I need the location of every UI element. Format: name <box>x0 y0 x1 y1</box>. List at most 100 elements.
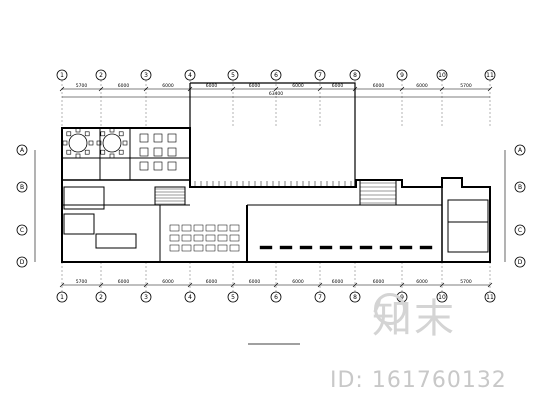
dimension-tick <box>273 86 279 92</box>
dimension-tick <box>352 86 358 92</box>
grid-bubble-label: 9 <box>400 72 404 79</box>
chair-icon <box>88 140 94 146</box>
grid-bubble-label: 1 <box>60 294 64 301</box>
dimension-text: 6000 <box>162 83 174 89</box>
dimension-tick <box>317 86 323 92</box>
chair-icon <box>122 140 128 146</box>
dimension-tick <box>98 282 104 288</box>
row-bubble <box>514 181 526 193</box>
row-bubble-label: B <box>20 184 24 191</box>
dimension-tick <box>143 282 149 288</box>
dimension-text: 6000 <box>118 279 130 285</box>
stair-left <box>154 186 186 206</box>
dimension-text: 6000 <box>249 279 261 285</box>
dimension-text: 5700 <box>460 279 472 285</box>
dimension-tick <box>187 282 193 288</box>
dimension-text: 5700 <box>460 83 472 89</box>
dimension-text: 6000 <box>292 279 304 285</box>
workstation-icon <box>359 245 373 250</box>
chair-icon <box>66 131 72 137</box>
row-bubble-label: D <box>518 259 523 266</box>
row-bubble-label: D <box>20 259 25 266</box>
dimension-text: 5700 <box>76 279 88 285</box>
dimension-tick <box>187 86 193 92</box>
desk-icon <box>169 244 180 252</box>
workstation-icon <box>319 245 333 250</box>
watermark-site-name: 知末 <box>372 296 456 342</box>
grid-bubble-label: 8 <box>353 72 357 79</box>
desk-icon <box>193 244 204 252</box>
chair-icon <box>75 127 81 133</box>
desk-icon <box>205 224 216 232</box>
grid-bubble-label: 4 <box>188 294 192 301</box>
grid-bubble-label: 3 <box>144 294 148 301</box>
desk-icon <box>169 224 180 232</box>
courtyard-outline <box>190 82 356 187</box>
workstation-icon <box>399 245 413 250</box>
dimension-tick <box>487 86 493 92</box>
chair-icon <box>84 149 90 155</box>
round-table-icon <box>68 133 88 153</box>
row-bubble <box>16 224 28 236</box>
dimension-tick <box>439 282 445 288</box>
dimension-tick <box>399 86 405 92</box>
row-bubble <box>16 256 28 268</box>
table-icon <box>153 133 163 143</box>
row-bubble-label: C <box>518 227 522 234</box>
desk-icon <box>181 234 192 242</box>
dimension-text: 6000 <box>373 83 385 89</box>
grid-bubble-label: 2 <box>99 72 103 79</box>
dimension-text: 5700 <box>76 83 88 89</box>
row-bubble-label: A <box>20 147 25 154</box>
dimension-tick <box>59 86 65 92</box>
chair-icon <box>118 131 124 137</box>
dimension-text: 6000 <box>373 279 385 285</box>
desk-icon <box>229 234 240 242</box>
dimension-tick <box>273 282 279 288</box>
grid-bubble-label: 5 <box>231 294 235 301</box>
desk-icon <box>205 234 216 242</box>
grid-bubble-label: 5 <box>231 72 235 79</box>
grid-bubble-label: 9 <box>400 294 404 301</box>
grid-bubble-label: 3 <box>144 72 148 79</box>
grid-bubble-label: 1 <box>60 72 64 79</box>
chair-icon <box>118 149 124 155</box>
dimension-text: 6000 <box>332 279 344 285</box>
chair-icon <box>66 149 72 155</box>
row-bubble <box>514 256 526 268</box>
grid-bubble-label: 11 <box>486 72 494 79</box>
desk-icon <box>229 224 240 232</box>
dimension-tick <box>59 282 65 288</box>
table-icon <box>153 147 163 157</box>
chair-icon <box>100 149 106 155</box>
dimension-tick <box>439 86 445 92</box>
dimension-tick <box>317 282 323 288</box>
chair-icon <box>62 140 68 146</box>
workstation-icon <box>379 245 393 250</box>
row-bubble-label: A <box>518 147 523 154</box>
chair-icon <box>100 131 106 137</box>
chair-icon <box>84 131 90 137</box>
building-outline <box>61 127 491 263</box>
workstation-icon <box>279 245 293 250</box>
desk-icon <box>217 244 228 252</box>
dimension-tick <box>98 86 104 92</box>
row-bubble <box>514 144 526 156</box>
desk-icon <box>181 224 192 232</box>
dimension-text: 6000 <box>249 83 261 89</box>
table-icon <box>139 147 149 157</box>
meeting-room-outline <box>61 127 191 181</box>
row-bubble-label: C <box>20 227 24 234</box>
desk-icon <box>193 234 204 242</box>
dimension-text: 6000 <box>416 83 428 89</box>
dimension-tick <box>352 282 358 288</box>
dimension-text: 6000 <box>332 83 344 89</box>
chair-icon <box>96 140 102 146</box>
dimension-text: 6000 <box>118 83 130 89</box>
grid-bubble-label: 4 <box>188 72 192 79</box>
dimension-text: 6000 <box>206 83 218 89</box>
desk-icon <box>217 234 228 242</box>
workstation-icon <box>419 245 433 250</box>
grid-bubble-label: 10 <box>438 294 446 301</box>
